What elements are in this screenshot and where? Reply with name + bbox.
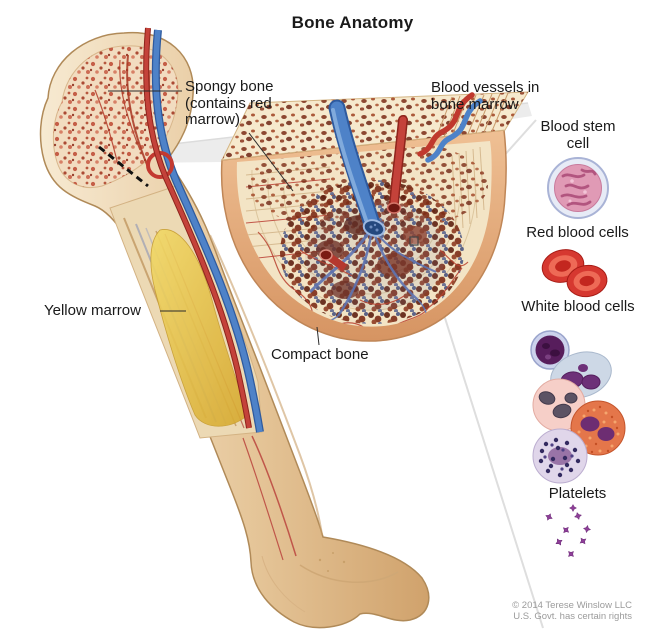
red-blood-cells-illustration xyxy=(541,249,608,298)
copyright-line2: U.S. Govt. has certain rights xyxy=(513,611,632,622)
figure-title: Bone Anatomy xyxy=(291,13,414,32)
label-white-blood-cells: White blood cells xyxy=(521,298,635,315)
label-yellow-marrow: Yellow marrow xyxy=(44,302,141,319)
sample-area-marker xyxy=(409,236,419,246)
leader-lines xyxy=(108,90,320,346)
femur-illustration xyxy=(39,27,430,629)
blood-stem-cell-illustration xyxy=(547,157,609,219)
white-blood-cells-illustration xyxy=(530,330,626,484)
label-spongy-bone: Spongy bone (contains red marrow) xyxy=(185,78,274,128)
copyright-credit: © 2014 Terese Winslow LLC U.S. Govt. has… xyxy=(512,600,632,622)
label-red-blood-cells: Red blood cells xyxy=(526,224,629,241)
bone-cross-section-illustration xyxy=(220,91,529,342)
label-compact-bone: Compact bone xyxy=(271,346,369,363)
platelets-illustration xyxy=(545,503,591,557)
label-blood-vessels: Blood vessels in bone marrow xyxy=(431,79,540,113)
copyright-line1: © 2014 Terese Winslow LLC xyxy=(512,600,632,611)
label-platelets: Platelets xyxy=(548,485,607,502)
label-blood-stem-cell: Blood stem cell xyxy=(540,118,616,152)
